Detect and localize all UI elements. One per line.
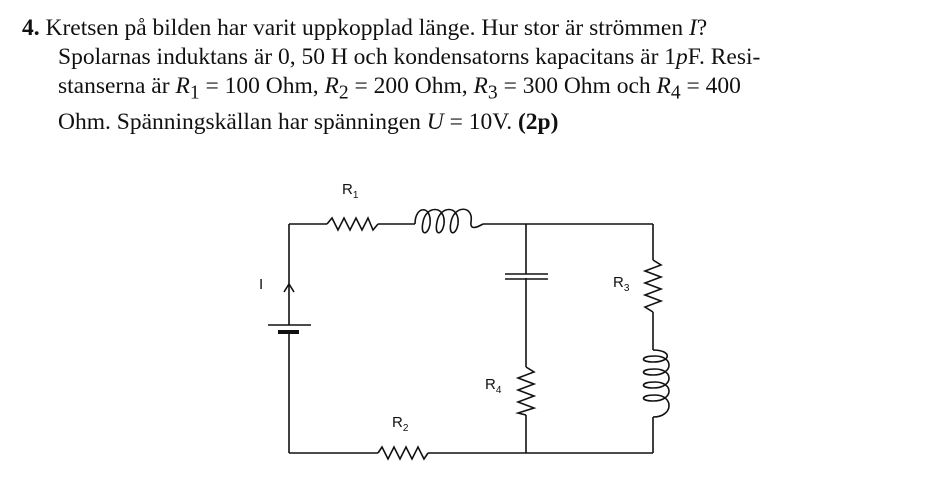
label-r3: R3 [613, 274, 630, 294]
problem-line-1: 4. Kretsen på bilden har varit uppkoppla… [22, 15, 708, 41]
problem-line-4: Ohm. Spänningskällan har spänningen U = … [58, 108, 559, 135]
problem-line-3: stanserna är R1 = 100 Ohm, R2 = 200 Ohm,… [58, 73, 741, 104]
problem-text: 4. Kretsen på bilden har varit uppkoppla… [22, 14, 902, 137]
resistor-r4 [515, 366, 537, 416]
resistor-r1 [326, 216, 379, 232]
label-r1: R1 [342, 181, 359, 201]
current-label: I [259, 276, 263, 293]
resistor-r3 [642, 259, 664, 313]
problem-line-2: Spolarnas induktans är 0, 50 H och konde… [58, 44, 761, 70]
label-r2: R2 [392, 414, 409, 434]
resistor-r2 [377, 445, 429, 461]
points-label: (2p) [517, 108, 559, 135]
label-r4: R4 [485, 376, 502, 396]
problem-number: 4. [22, 15, 40, 41]
inductor-l2 [642, 349, 670, 418]
inductor-l1 [414, 208, 484, 234]
current-arrow-icon [283, 282, 295, 293]
